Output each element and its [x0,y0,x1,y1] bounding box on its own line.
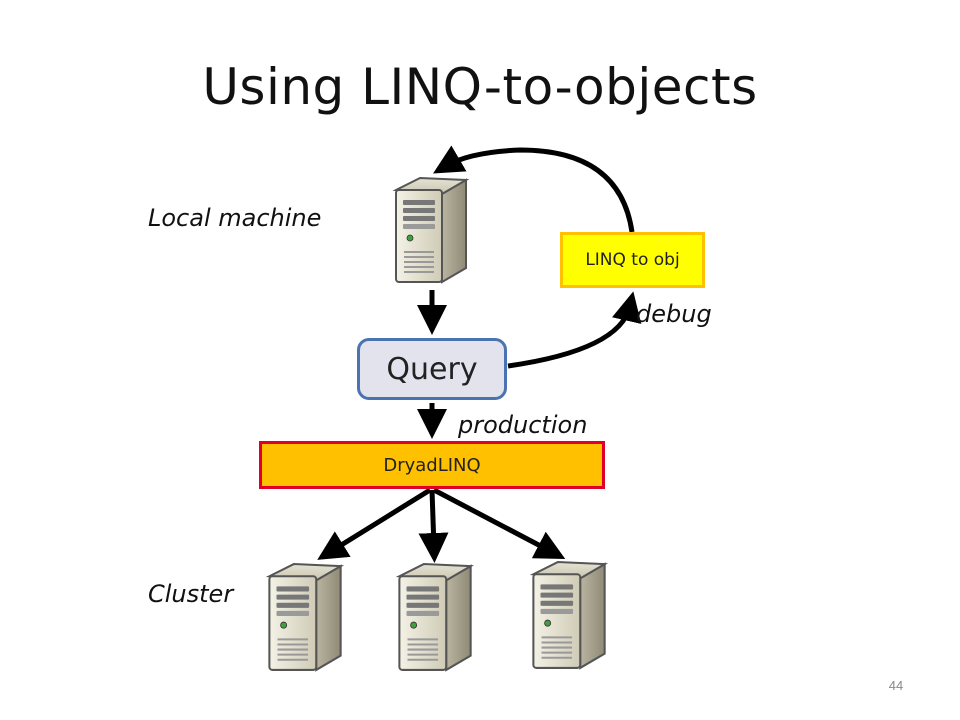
production-label: production [458,411,588,439]
arrow-linq-to-local [433,145,635,233]
cluster-label: Cluster [148,580,234,608]
page-number: 44 [888,678,904,693]
arrow-dryad-to-cluster-1 [317,487,432,560]
server-icon [395,177,467,283]
arrow-dryad-to-cluster-2 [418,489,449,563]
server-icon [532,561,606,669]
dryadlinq-box: DryadLINQ [259,441,605,489]
server-icon [398,563,472,671]
linq-to-obj-box: LINQ to obj [560,232,705,288]
local-machine-label: Local machine [148,204,322,232]
arrow-query-to-linq [507,291,642,369]
server-icon [268,563,342,671]
query-box: Query [357,338,507,400]
arrow-dryad-to-cluster-3 [432,487,566,559]
slide-title: Using LINQ-to-objects [202,58,758,116]
debug-label: debug [636,300,712,328]
